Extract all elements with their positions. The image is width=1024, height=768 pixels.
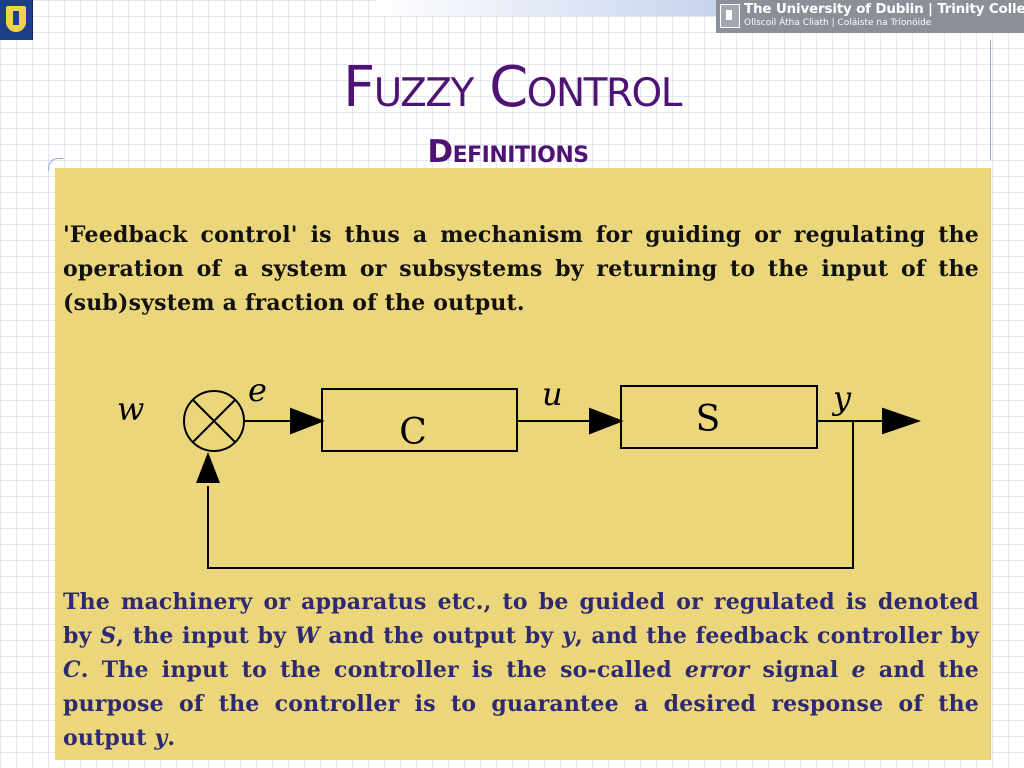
- feedback-explanation-paragraph: The machinery or apparatus etc., to be g…: [63, 585, 979, 755]
- control-label-u: u: [542, 375, 563, 413]
- text-segment: , the input by: [116, 623, 295, 649]
- symbol-s: S: [100, 623, 117, 649]
- text-segment: . The input to the controller is the so-…: [80, 657, 685, 683]
- summing-junction: [183, 390, 245, 452]
- university-name-english: The University of Dublin | Trinity Colle…: [744, 1, 1024, 17]
- symbol-e: e: [851, 657, 866, 683]
- decorative-hook: [48, 158, 63, 171]
- university-banner: The University of Dublin | Trinity Colle…: [716, 0, 1024, 33]
- symbol-w: W: [294, 623, 320, 649]
- controller-label-c: C: [399, 412, 427, 453]
- error-signal-arrow: [244, 407, 325, 435]
- decorative-line: [990, 40, 991, 160]
- symbol-y: y: [561, 623, 575, 649]
- tcd-logo-icon: [720, 4, 740, 28]
- university-crest-logo: [0, 0, 33, 40]
- text-segment: , and the feedback controller by: [574, 623, 979, 649]
- slide-title: Fuzzy Control: [343, 55, 682, 120]
- text-segment: .: [167, 725, 176, 751]
- text-segment: signal: [749, 657, 852, 683]
- input-label-w: w: [117, 390, 144, 428]
- feedback-arrowhead: [196, 452, 220, 483]
- feedback-definition-paragraph: 'Feedback control' is thus a mechanism f…: [63, 222, 979, 316]
- header-strip: [376, 0, 716, 16]
- system-label-s: S: [696, 399, 721, 440]
- control-signal-arrow: [517, 407, 624, 435]
- feedback-block-diagram: w e C u S y: [117, 371, 922, 569]
- error-label-e: e: [248, 371, 267, 409]
- symbol-c: C: [63, 657, 81, 683]
- text-segment: and the purpose of the controller is to …: [63, 657, 979, 751]
- feedback-path: [207, 421, 854, 569]
- text-segment: The machinery or apparatus etc., to be g…: [63, 589, 979, 649]
- system-block: [620, 385, 818, 449]
- output-signal-arrow: [817, 407, 922, 435]
- slide-subtitle: Definitions: [427, 134, 589, 170]
- text-segment: and the output by: [319, 623, 562, 649]
- symbol-y: y: [154, 725, 168, 751]
- content-box: 'Feedback control' is thus a mechanism f…: [55, 168, 991, 760]
- university-name-irish: Ollscoil Átha Cliath | Coláiste na Tríon…: [744, 18, 932, 28]
- error-term: error: [684, 657, 750, 683]
- output-label-y: y: [831, 379, 852, 417]
